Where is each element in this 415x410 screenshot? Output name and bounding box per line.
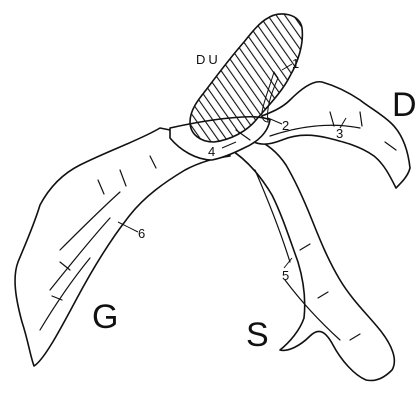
- label-4: 4: [208, 144, 215, 159]
- label-g: G: [92, 298, 118, 336]
- left-branch-outline: [15, 128, 230, 366]
- label-6: 6: [138, 226, 145, 241]
- label-2: 2: [282, 118, 289, 133]
- label-1: 1: [292, 56, 299, 71]
- label-3: 3: [336, 126, 343, 141]
- label-s: S: [246, 316, 269, 354]
- label-d: D: [392, 86, 415, 124]
- label-du: DU: [196, 52, 221, 67]
- label-5: 5: [282, 268, 289, 283]
